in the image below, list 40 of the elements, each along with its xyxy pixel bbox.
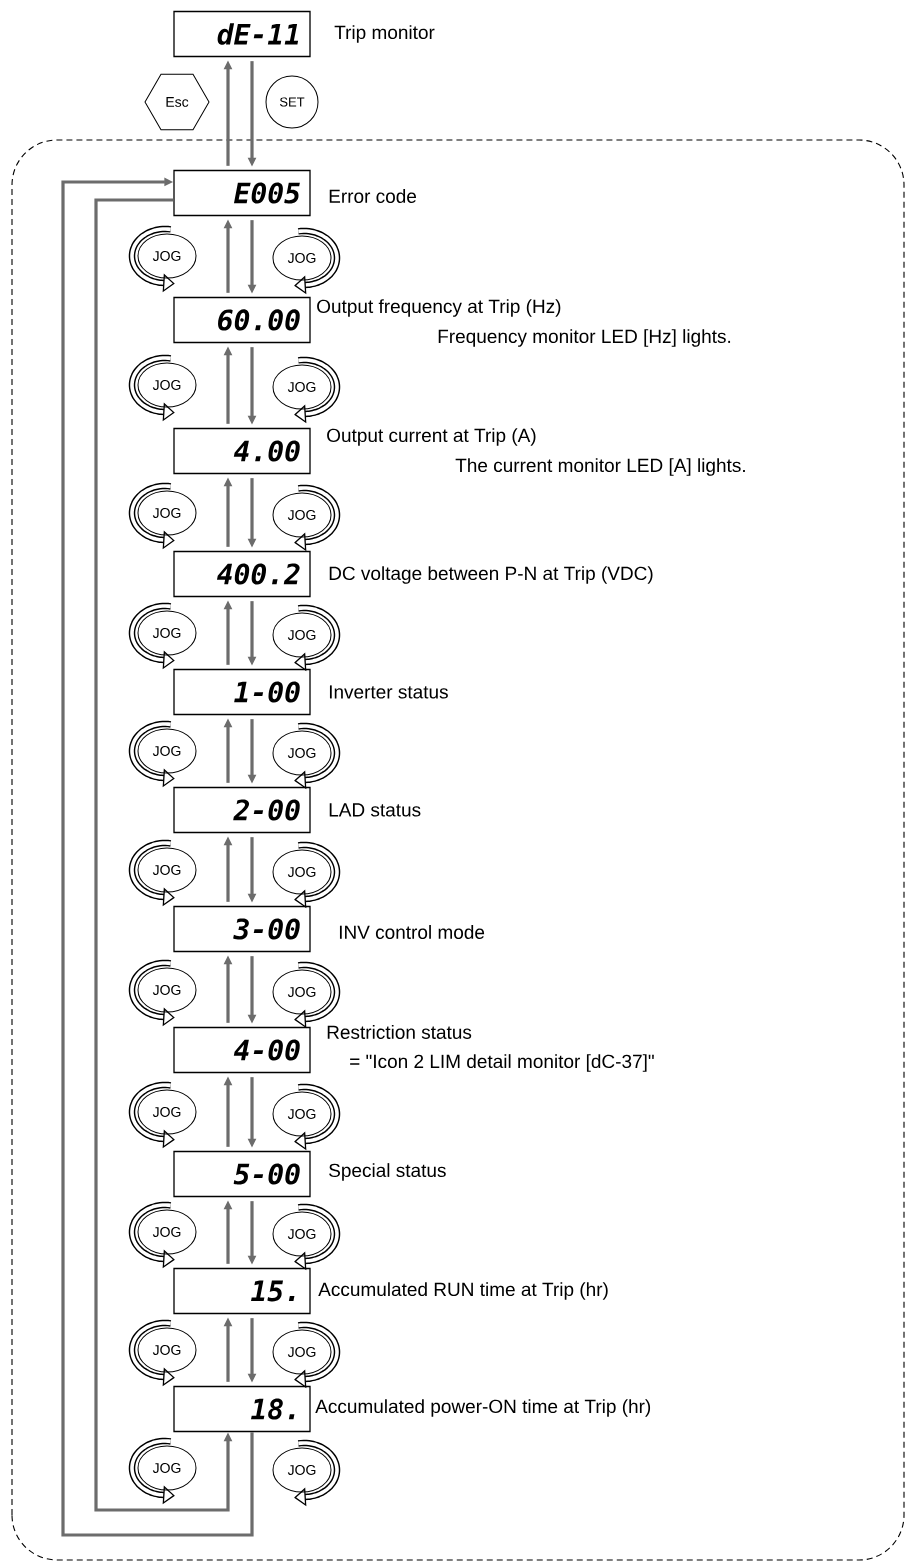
description-text: Accumulated power-ON time at Trip (hr) bbox=[315, 1399, 651, 1417]
description-text: LAD status bbox=[329, 803, 421, 817]
display-box: 5-00 bbox=[173, 1150, 311, 1198]
set-button: SET bbox=[265, 75, 319, 129]
jog-dial-button: JOG bbox=[128, 1081, 197, 1149]
jog-dial-button: JOG bbox=[128, 1201, 197, 1269]
description-text: INV control mode bbox=[339, 925, 485, 939]
description-text: Output frequency at Trip (Hz) bbox=[317, 299, 561, 317]
description-text: Output current at Trip (A) bbox=[327, 428, 536, 446]
jog-dial-button: JOG bbox=[128, 1437, 197, 1505]
display-box: 15. bbox=[173, 1267, 311, 1315]
description-text: Inverter status bbox=[329, 685, 448, 699]
display-box: dE-11 bbox=[173, 10, 311, 58]
display-box: 2-00 bbox=[173, 786, 311, 834]
description-text: Special status bbox=[329, 1163, 446, 1181]
arrow bbox=[61, 177, 254, 1537]
description-text: Accumulated RUN time at Trip (hr) bbox=[318, 1282, 608, 1300]
description-text: = "Icon 2 LIM detail monitor [dC-37]" bbox=[350, 1054, 654, 1072]
description-text: The current monitor LED [A] lights. bbox=[455, 458, 745, 476]
description-text: DC voltage between P-N at Trip (VDC) bbox=[329, 566, 653, 584]
display-box: 1-00 bbox=[173, 668, 311, 716]
jog-dial-button: JOG bbox=[128, 720, 197, 788]
jog-dial-button: JOG bbox=[128, 482, 197, 550]
display-box: 400.2 bbox=[173, 550, 311, 598]
jog-dial-button: JOG bbox=[128, 225, 197, 293]
esc-button: Esc bbox=[144, 73, 210, 131]
display-box: 18. bbox=[173, 1385, 311, 1433]
display-box: 60.00 bbox=[173, 296, 311, 344]
jog-dial-button: JOG bbox=[128, 959, 197, 1027]
display-box: 4.00 bbox=[173, 427, 311, 475]
display-box: 4-00 bbox=[173, 1026, 311, 1074]
display-box: 3-00 bbox=[173, 905, 311, 953]
description-text: Trip monitor bbox=[334, 25, 435, 43]
jog-dial-button: JOG bbox=[128, 1319, 197, 1387]
display-box: E005 bbox=[173, 169, 311, 217]
description-text: Frequency monitor LED [Hz] lights. bbox=[438, 329, 731, 347]
jog-dial-button: JOG bbox=[128, 839, 197, 907]
description-text: Error code bbox=[329, 189, 417, 203]
jog-dial-button: JOG bbox=[128, 602, 197, 670]
jog-dial-button: JOG bbox=[128, 354, 197, 422]
